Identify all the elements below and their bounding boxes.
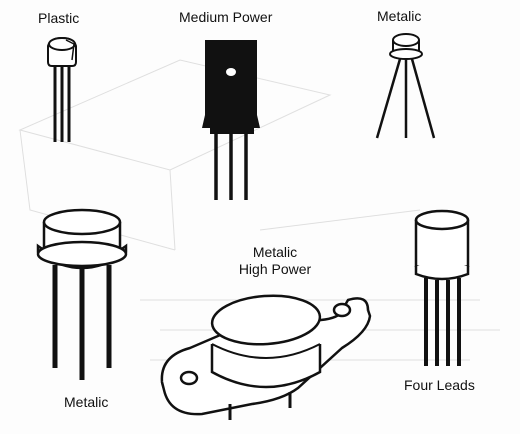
label-four-leads: Four Leads: [404, 377, 475, 393]
label-plastic: Plastic: [38, 10, 80, 26]
metalic-small-transistor: [375, 33, 436, 139]
four-leads-transistor: [414, 209, 470, 366]
label-metalic-top: Metalic: [377, 8, 422, 24]
metalic-large-transistor: [36, 208, 128, 380]
label-metalic-high-power-line2: High Power: [238, 261, 312, 277]
medium-power-transistor: [202, 40, 260, 200]
plastic-transistor: [47, 36, 77, 142]
metalic-high-power-transistor: [160, 294, 372, 420]
label-metalic-high-power-line1: Metalic: [252, 244, 298, 260]
label-medium-power: Medium Power: [179, 9, 273, 25]
label-metalic-bottom: Metalic: [64, 394, 109, 410]
